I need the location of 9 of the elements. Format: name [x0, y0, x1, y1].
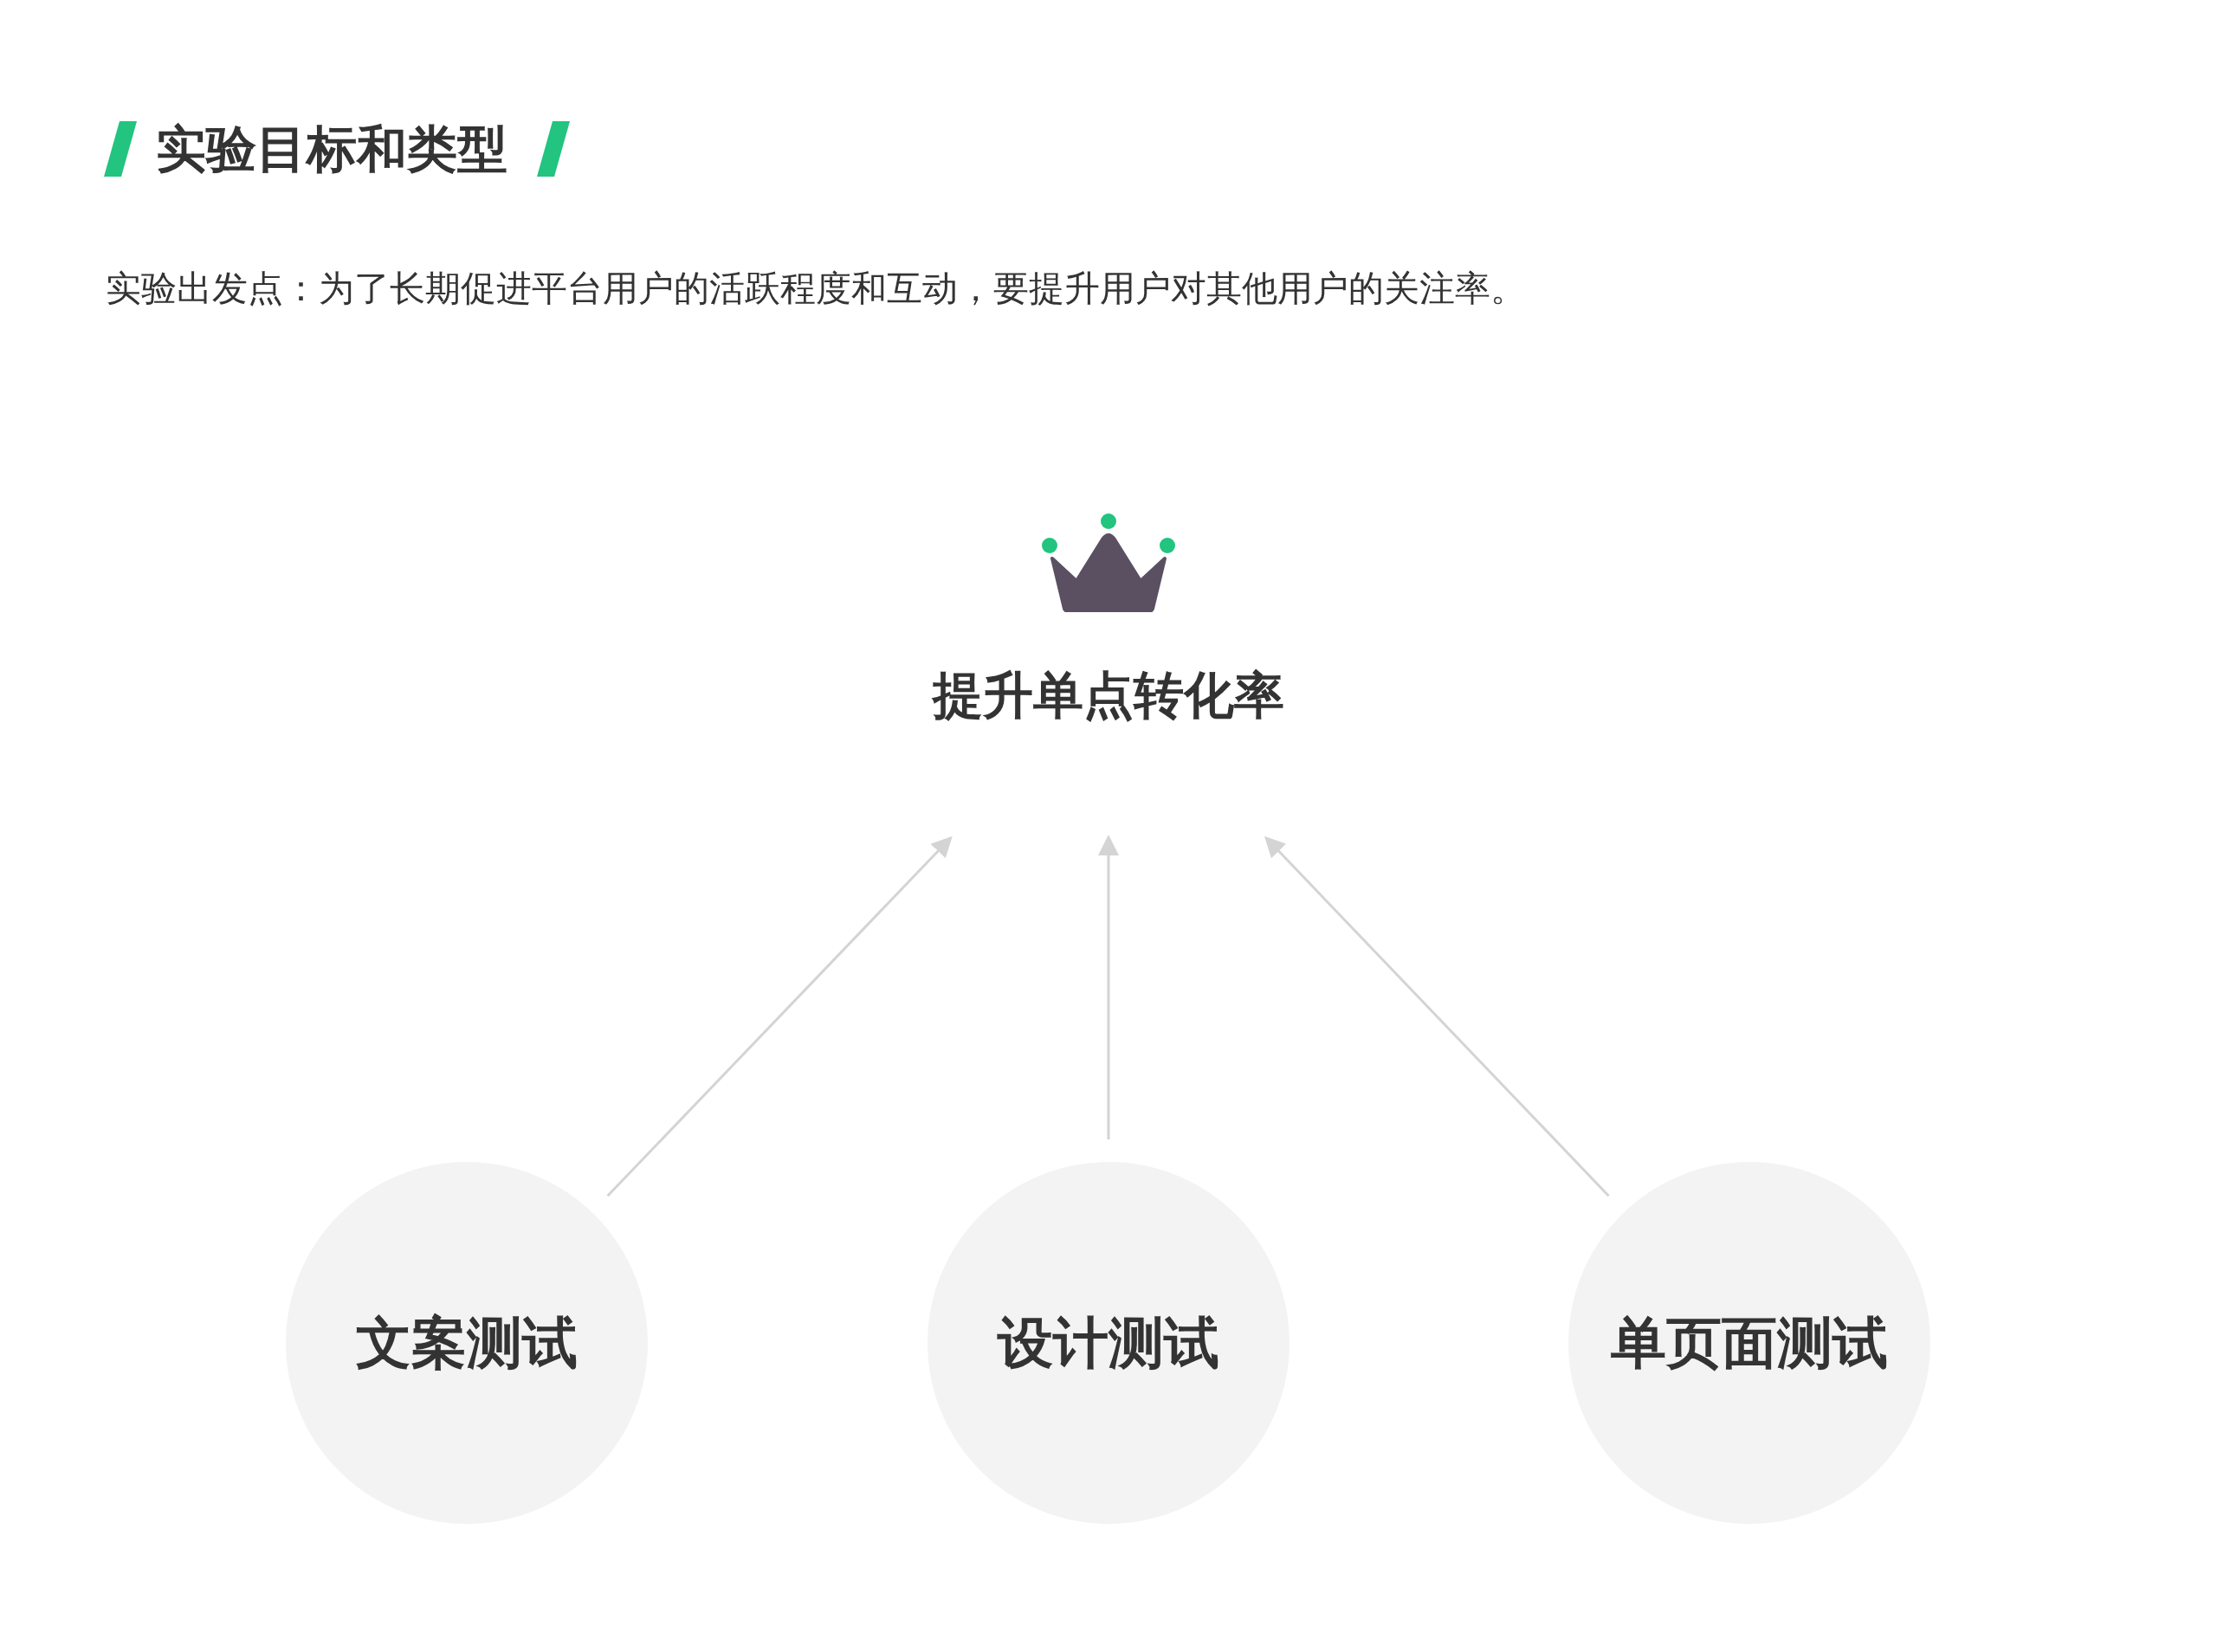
test-label: 设计测试 — [998, 1309, 1219, 1377]
arrow — [1098, 835, 1119, 1139]
arrow — [1264, 836, 1610, 1197]
intro-text: 实验出发点：为了长期促进平台用户的活跃程度和互动，要提升用户对其他用户的关注率。 — [106, 267, 1526, 311]
test-label: 单页面测试 — [1611, 1309, 1888, 1377]
goal-text: 提升单点转化率 — [931, 665, 1285, 726]
arrow — [606, 836, 953, 1197]
test-label: 文案测试 — [356, 1309, 578, 1377]
heading: 实验目标和类型 — [156, 119, 507, 178]
